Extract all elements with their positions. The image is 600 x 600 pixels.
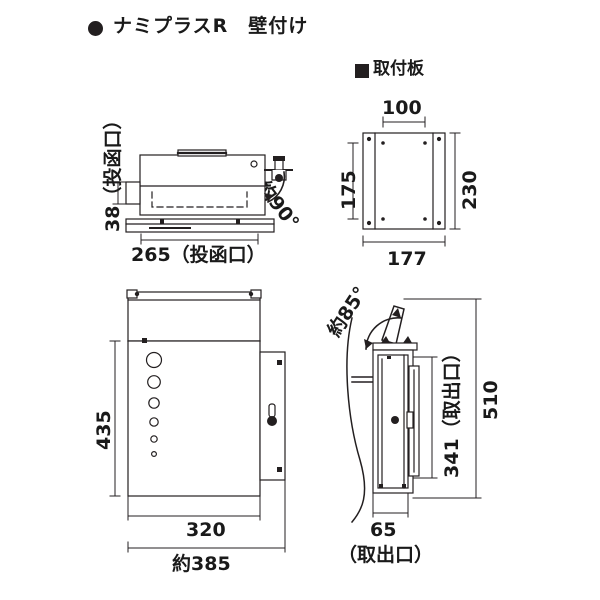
dimension-label-width-320: 320 [186, 519, 226, 541]
mounting-plate-section-title: 取付板 [373, 59, 424, 79]
dimension-label-depth-65: 65 [370, 519, 397, 541]
front-view-drawing [109, 289, 286, 553]
mounting-plate-drawing [347, 116, 461, 247]
dimension-label-width-265: 265（投函口） [131, 244, 266, 266]
dimension-label-width-385: 約385 [172, 553, 231, 575]
dimension-label-plate-100: 100 [382, 97, 422, 119]
dimension-label-plate-177: 177 [387, 248, 427, 270]
filled-circle-icon [88, 21, 103, 36]
dimension-label-depth-65-note: （取出口） [338, 544, 434, 566]
filled-square-icon [355, 64, 369, 78]
top-view-drawing [112, 149, 293, 245]
page-title: ナミプラスR 壁付け [113, 15, 309, 37]
side-view-drawing [346, 298, 482, 524]
